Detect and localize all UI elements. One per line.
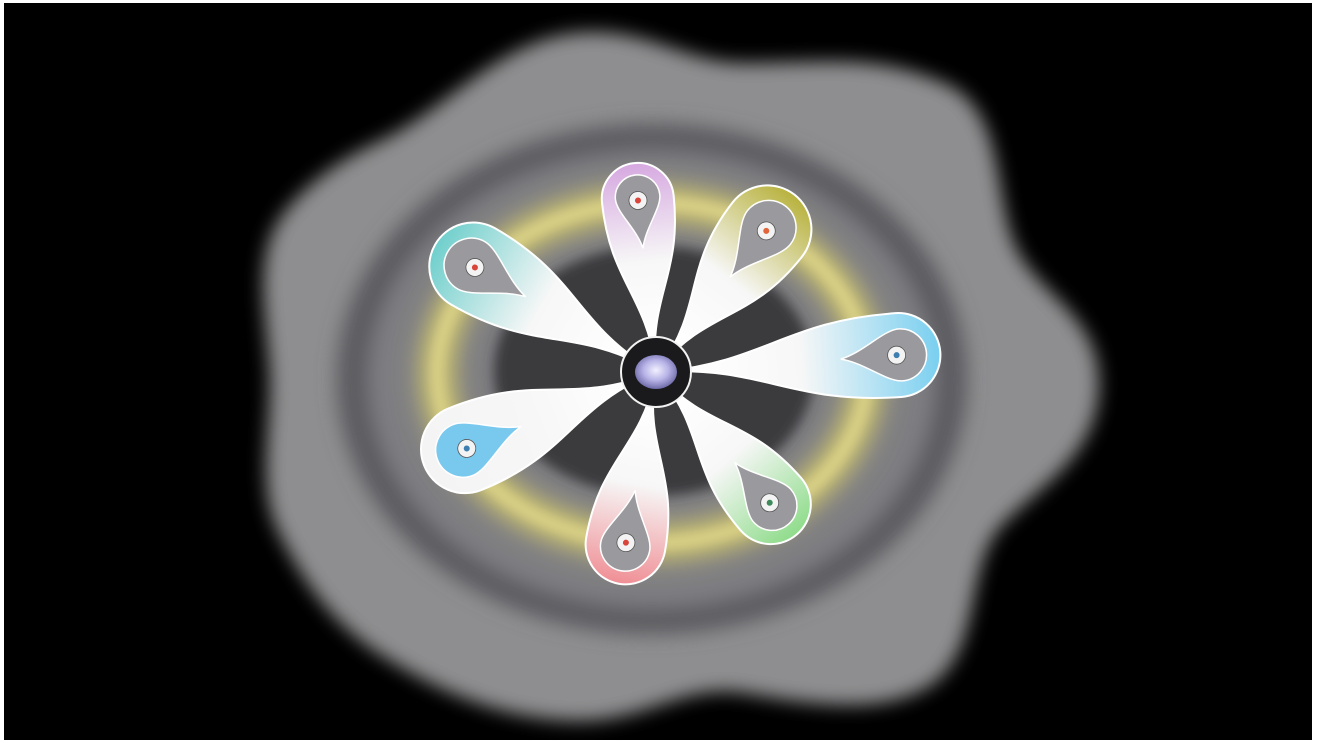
- petal-rose: [584, 379, 670, 586]
- petal-teal: [428, 221, 650, 369]
- petal-dot: [463, 445, 470, 452]
- petal-dot: [471, 264, 478, 271]
- flower-diagram: [263, 31, 1100, 722]
- petal-body: [663, 312, 942, 399]
- petal-spot: [443, 237, 527, 298]
- petal-olive: [660, 184, 813, 367]
- petal-dot: [766, 499, 773, 506]
- petal-dot: [634, 197, 641, 204]
- petal-dot: [622, 539, 629, 546]
- petal-group: [420, 161, 942, 586]
- petal-dot: [893, 352, 900, 359]
- petal-dot: [763, 227, 770, 234]
- diagram-canvas: [4, 3, 1312, 740]
- petal-mint: [660, 377, 812, 545]
- petal-spot: [434, 422, 522, 478]
- petal-sky: [663, 312, 942, 399]
- petal-body: [600, 161, 676, 365]
- petal-spot: [599, 489, 651, 572]
- petal-violet: [600, 161, 676, 365]
- petal-white: [420, 374, 649, 495]
- hub-pearl: [635, 355, 677, 389]
- center-hub: [620, 336, 692, 408]
- petal-spot: [840, 328, 928, 382]
- petal-spot: [614, 174, 661, 249]
